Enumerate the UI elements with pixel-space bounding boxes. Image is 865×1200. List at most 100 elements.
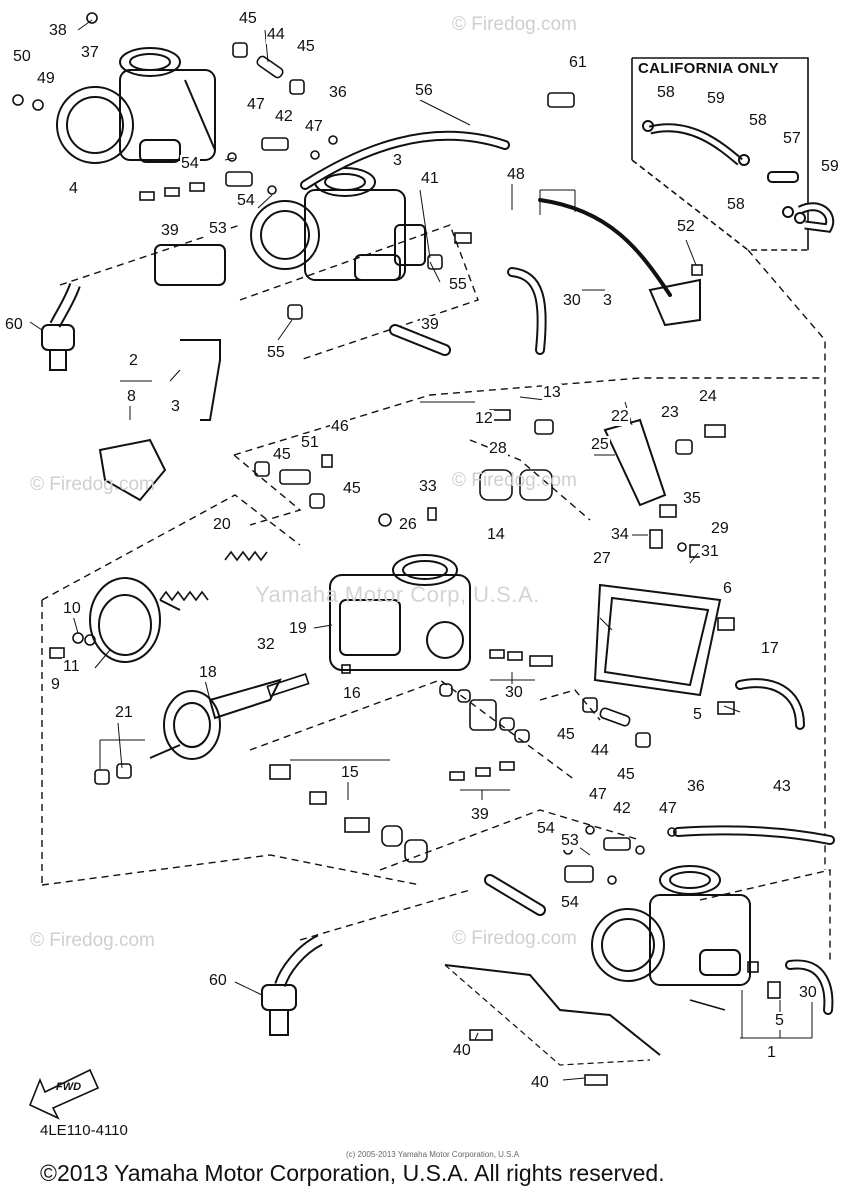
carburetor-4	[56, 47, 216, 164]
callout-11: 11	[62, 658, 81, 676]
carburetor-center	[329, 554, 471, 671]
diagram-code: 4LE110-4110	[40, 1122, 128, 1139]
callout-45: 45	[342, 480, 362, 498]
watermark-center: Yamaha Motor Corp, U.S.A.	[255, 582, 540, 607]
callout-24: 24	[698, 388, 718, 406]
callout-29: 29	[710, 520, 730, 538]
watermark-top: © Firedog.com	[452, 14, 577, 35]
callout-48: 48	[506, 166, 526, 184]
callout-60: 60	[208, 972, 228, 990]
spring	[159, 550, 268, 602]
carburetor-3	[250, 167, 426, 281]
callout-55: 55	[266, 344, 286, 362]
callout-2: 2	[128, 352, 139, 370]
callout-45: 45	[556, 726, 576, 744]
hoses	[300, 130, 835, 1015]
callout-50: 50	[12, 48, 32, 66]
callout-47: 47	[588, 786, 608, 804]
callout-17: 17	[760, 640, 780, 658]
tiny-footer: (c) 2005-2013 Yamaha Motor Corporation, …	[345, 1150, 520, 1159]
callout-60: 60	[4, 316, 24, 334]
callout-40: 40	[452, 1042, 472, 1060]
callout-59: 59	[706, 90, 726, 108]
fwd-label: FWD	[56, 1081, 82, 1093]
callout-52: 52	[676, 218, 696, 236]
callout-4: 4	[68, 180, 79, 198]
callout-5: 5	[774, 1012, 785, 1030]
callout-15: 15	[340, 764, 360, 782]
callout-3: 3	[170, 398, 181, 416]
callout-44: 44	[590, 742, 610, 760]
callout-45: 45	[296, 38, 316, 56]
callout-32: 32	[256, 636, 276, 654]
carburetor-1	[591, 865, 751, 986]
leader-lines	[29, 19, 813, 1081]
callout-3: 3	[392, 152, 403, 170]
callout-39: 39	[160, 222, 180, 240]
callout-40: 40	[530, 1074, 550, 1092]
callout-54: 54	[180, 155, 200, 173]
callout-9: 9	[50, 676, 61, 694]
callout-51: 51	[300, 434, 320, 452]
callout-13: 13	[542, 384, 562, 402]
callout-18: 18	[198, 664, 218, 682]
california-only-box	[631, 57, 835, 251]
callout-54: 54	[560, 894, 580, 912]
callout-31: 31	[700, 543, 720, 561]
callout-35: 35	[682, 490, 702, 508]
callout-19: 19	[288, 620, 308, 638]
callout-12: 12	[474, 410, 494, 428]
callout-14: 14	[486, 526, 506, 544]
callout-39: 39	[420, 316, 440, 334]
callout-45: 45	[272, 446, 292, 464]
callout-8: 8	[126, 388, 137, 406]
callout-45: 45	[616, 766, 636, 784]
callout-54: 54	[236, 192, 256, 210]
callout-61: 61	[568, 54, 588, 72]
callout-36: 36	[686, 778, 706, 796]
callout-57: 57	[782, 130, 802, 148]
callout-26: 26	[398, 516, 418, 534]
callout-3: 3	[602, 292, 613, 310]
callout-45: 45	[238, 10, 258, 28]
callout-56: 56	[414, 82, 434, 100]
callout-30: 30	[798, 984, 818, 1002]
callout-1: 1	[766, 1044, 777, 1062]
callout-23: 23	[660, 404, 680, 422]
callout-42: 42	[612, 800, 632, 818]
callout-41: 41	[420, 170, 440, 188]
callout-21: 21	[114, 704, 134, 722]
callout-30: 30	[504, 684, 524, 702]
callout-42: 42	[274, 108, 294, 126]
watermark-bottom-left: © Firedog.com	[30, 930, 155, 951]
callout-6: 6	[722, 580, 733, 598]
callout-20: 20	[212, 516, 232, 534]
callout-10: 10	[62, 600, 82, 618]
watermark-left: © Firedog.com	[30, 474, 155, 495]
callout-58: 58	[726, 196, 746, 214]
callout-22: 22	[610, 408, 630, 426]
watermark-bottom-right: © Firedog.com	[452, 928, 577, 949]
callout-49: 49	[36, 70, 56, 88]
callout-30: 30	[562, 292, 582, 310]
callout-33: 33	[418, 478, 438, 496]
vacuum-chamber-cover	[89, 577, 181, 663]
callout-58: 58	[748, 112, 768, 130]
brackets	[98, 244, 701, 1056]
small-parts	[12, 12, 781, 1086]
callout-47: 47	[246, 96, 266, 114]
callout-47: 47	[658, 800, 678, 818]
california-only-title: CALIFORNIA ONLY	[638, 60, 779, 77]
callout-55: 55	[448, 276, 468, 294]
bracket-22	[603, 418, 667, 507]
copyright-notice: ©2013 Yamaha Motor Corporation, U.S.A. A…	[40, 1160, 665, 1186]
float-chamber	[593, 583, 722, 697]
callout-43: 43	[772, 778, 792, 796]
callout-39: 39	[470, 806, 490, 824]
callout-25: 25	[590, 436, 610, 454]
callout-46: 46	[330, 418, 350, 436]
callout-36: 36	[328, 84, 348, 102]
callout-38: 38	[48, 22, 68, 40]
callout-27: 27	[592, 550, 612, 568]
